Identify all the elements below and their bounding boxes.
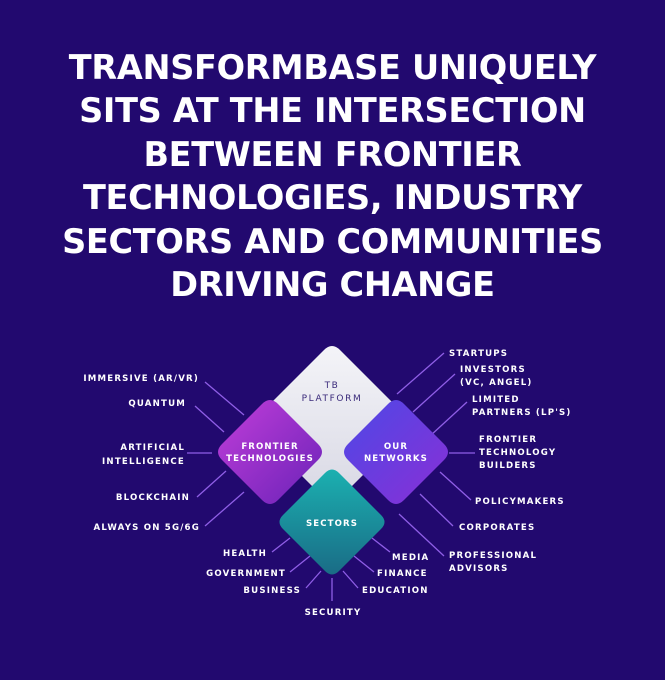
headline-line: SECTORS AND COMMUNITIES (62, 221, 603, 261)
platform-label-line2: PLATFORM (302, 394, 363, 404)
left-labels: IMMERSIVE (AR/VR) QUANTUM ARTIFICIAL INT… (83, 374, 200, 533)
frontier-tech-item: BLOCKCHAIN (116, 493, 190, 503)
network-item: INVESTORS (460, 365, 526, 375)
sectors-diamond: SECTORS (279, 469, 385, 575)
sector-item: SECURITY (305, 608, 362, 618)
sector-item: BUSINESS (243, 586, 301, 596)
frontier-tech-item: IMMERSIVE (AR/VR) (83, 374, 199, 384)
network-item: CORPORATES (459, 523, 535, 533)
headline-line: BETWEEN FRONTIER (143, 134, 522, 174)
frontier-tech-item: ARTIFICIAL (120, 443, 185, 453)
network-item: PROFESSIONAL (449, 551, 537, 561)
frontier-label-line1: FRONTIER (241, 442, 298, 452)
network-item: (VC, ANGEL) (460, 378, 533, 388)
bottom-connectors (271, 537, 391, 601)
headline-line: SITS AT THE INTERSECTION (79, 91, 586, 131)
networks-label-line1: OUR (384, 442, 408, 452)
network-item: POLICYMAKERS (475, 497, 565, 507)
network-item: LIMITED (472, 395, 520, 405)
headline: TRANSFORMBASE UNIQUELY SITS AT THE INTER… (30, 46, 635, 306)
sector-item: FINANCE (377, 569, 428, 579)
sector-item: MEDIA (392, 553, 429, 563)
frontier-tech-item: INTELLIGENCE (102, 457, 185, 467)
frontier-label-line2: TECHNOLOGIES (226, 454, 314, 464)
left-connectors (187, 381, 245, 527)
platform-label-line1: TB (324, 381, 340, 391)
frontier-tech-item: QUANTUM (128, 399, 186, 409)
frontier-technologies-diamond: FRONTIER TECHNOLOGIES (218, 400, 322, 504)
networks-label-line2: NETWORKS (364, 454, 428, 464)
right-labels: STARTUPS INVESTORS (VC, ANGEL) LIMITED P… (449, 349, 572, 574)
network-item: BUILDERS (479, 461, 537, 471)
sector-item: GOVERNMENT (206, 569, 286, 579)
sector-item: HEALTH (223, 549, 267, 559)
network-item: ADVISORS (449, 564, 509, 574)
bottom-labels: HEALTH GOVERNMENT BUSINESS SECURITY EDUC… (206, 549, 429, 618)
right-connectors (396, 352, 475, 557)
sector-item: EDUCATION (362, 586, 429, 596)
headline-line: TRANSFORMBASE UNIQUELY (68, 48, 597, 87)
sectors-label: SECTORS (306, 519, 358, 529)
network-item: PARTNERS (LP'S) (472, 408, 572, 418)
headline-line: TECHNOLOGIES, INDUSTRY (83, 178, 582, 218)
network-item: FRONTIER (479, 435, 537, 445)
headline-line: DRIVING CHANGE (170, 265, 495, 305)
network-item: STARTUPS (449, 349, 508, 359)
frontier-tech-item: ALWAYS ON 5G/6G (94, 523, 200, 533)
our-networks-diamond: OUR NETWORKS (344, 400, 448, 504)
network-item: TECHNOLOGY (479, 448, 556, 458)
